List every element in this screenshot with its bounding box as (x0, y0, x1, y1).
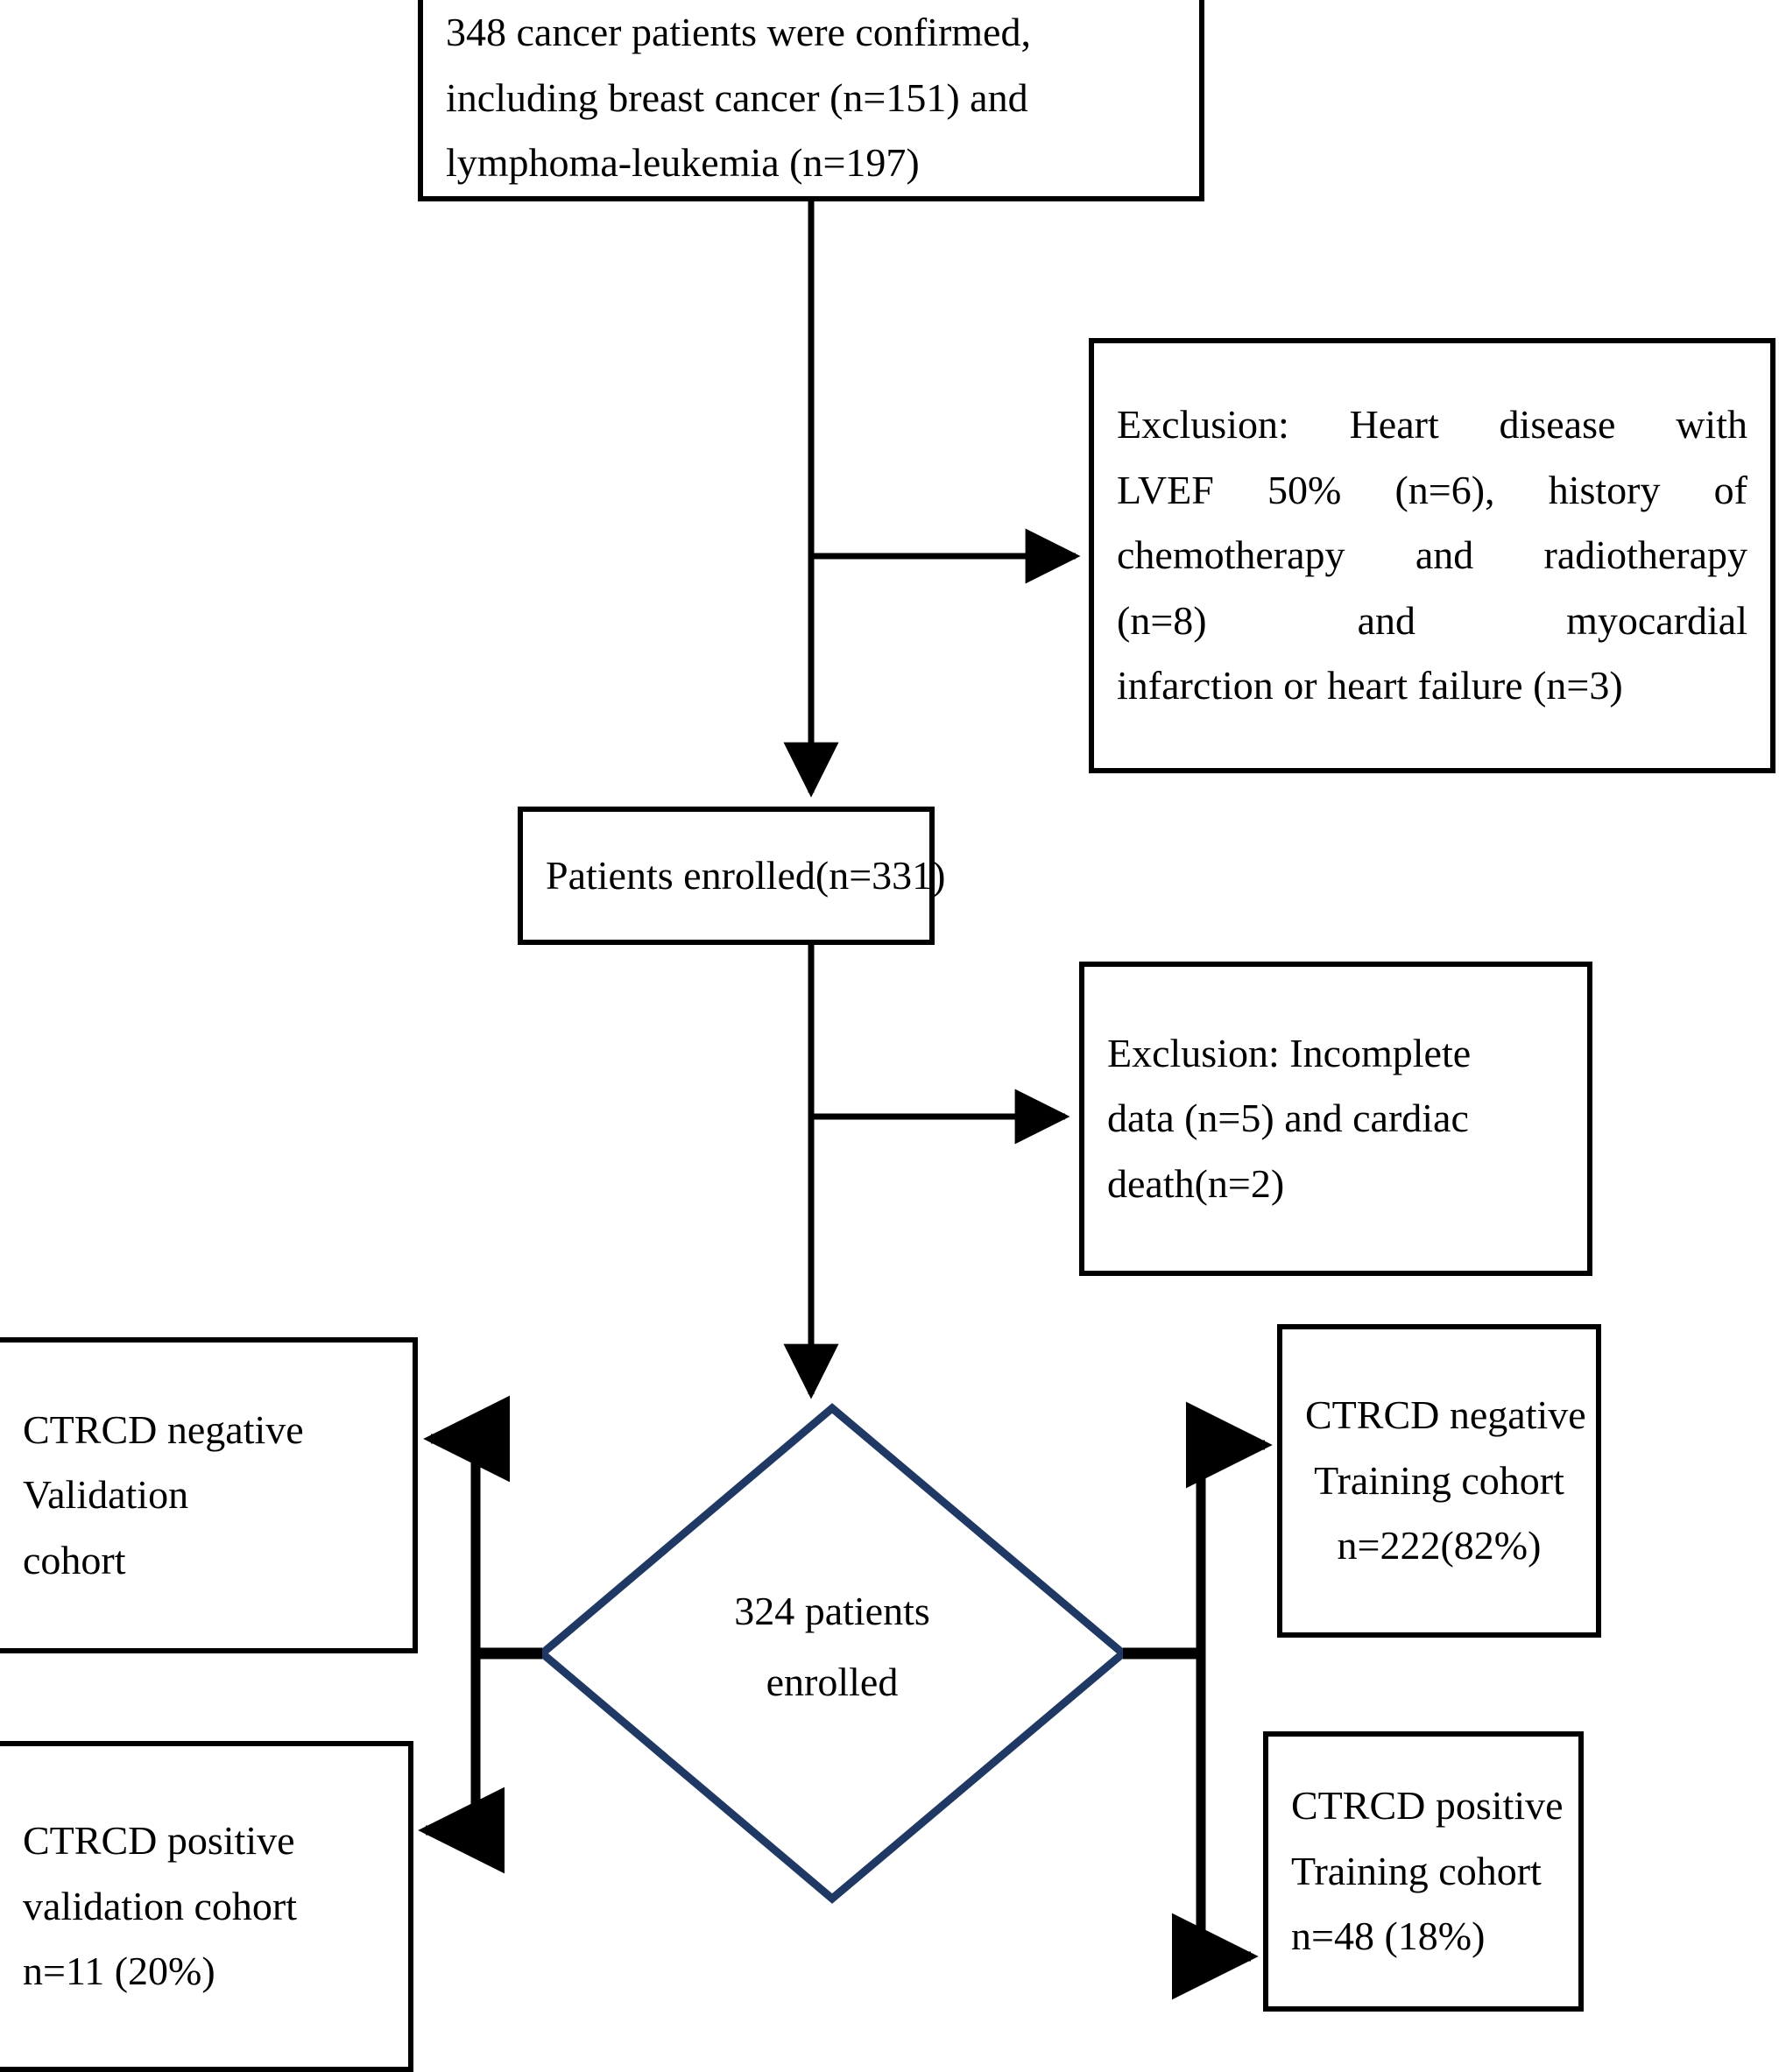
node-line: validation cohort (23, 1883, 297, 1928)
node-ctrcd-negative-training-cohort[interactable]: CTRCD negative Training cohort n=222(82%… (1277, 1324, 1601, 1638)
node-line: n=11 (20%) (23, 1949, 215, 1994)
node-line: n=222(82%) (1337, 1523, 1542, 1568)
node-line: Training cohort (1314, 1457, 1564, 1503)
node-line: n=48 (18%) (1291, 1913, 1486, 1959)
node-line: (n=8) and myocardial (1117, 597, 1747, 643)
node-confirmed-cancer-patients[interactable]: 348 cancer patients were confirmed, incl… (418, 0, 1204, 201)
node-line: Patients enrolled(n=331) (546, 852, 946, 898)
node-line: Training cohort (1291, 1848, 1542, 1893)
node-line: CTRCD negative (23, 1406, 304, 1452)
node-line: death(n=2) (1107, 1160, 1285, 1206)
decision-diamond-label: 324 patients enrolled (613, 1576, 1051, 1717)
node-line: LVEF 50% (n=6), history of (1117, 467, 1747, 512)
node-exclusion-criteria-1[interactable]: Exclusion: Heart disease with LVEF 50% (… (1089, 338, 1775, 773)
node-line: 348 cancer patients were confirmed, (446, 10, 1031, 55)
node-line: CTRCD negative (1305, 1392, 1586, 1438)
node-ctrcd-positive-training-cohort[interactable]: CTRCD positive Training cohort n=48 (18%… (1263, 1731, 1584, 2012)
node-line: Exclusion: Incomplete (1107, 1030, 1472, 1075)
node-line: cohort (23, 1537, 126, 1582)
node-line: including breast cancer (n=151) and (446, 74, 1028, 120)
node-line: Validation (23, 1472, 189, 1518)
node-line: data (n=5) and cardiac (1107, 1096, 1469, 1141)
node-line: 324 patients (734, 1589, 930, 1633)
node-line: enrolled (766, 1659, 899, 1704)
node-line: lymphoma-leukemia (n=197) (446, 140, 920, 186)
node-line: infarction or heart failure (n=3) (1117, 663, 1623, 708)
node-ctrcd-positive-validation-cohort[interactable]: CTRCD positive validation cohort n=11 (2… (0, 1741, 413, 2072)
node-line: chemotherapy and radiotherapy (1117, 532, 1747, 578)
node-ctrcd-negative-validation-cohort[interactable]: CTRCD negative Validation cohort (0, 1337, 418, 1653)
node-patients-enrolled[interactable]: Patients enrolled(n=331) (518, 807, 946, 945)
node-exclusion-criteria-2[interactable]: Exclusion: Incomplete data (n=5) and car… (1079, 962, 1592, 1276)
node-line: CTRCD positive (23, 1818, 295, 1864)
node-line: Exclusion: Heart disease with (1117, 402, 1747, 448)
node-line: CTRCD positive (1291, 1783, 1564, 1829)
